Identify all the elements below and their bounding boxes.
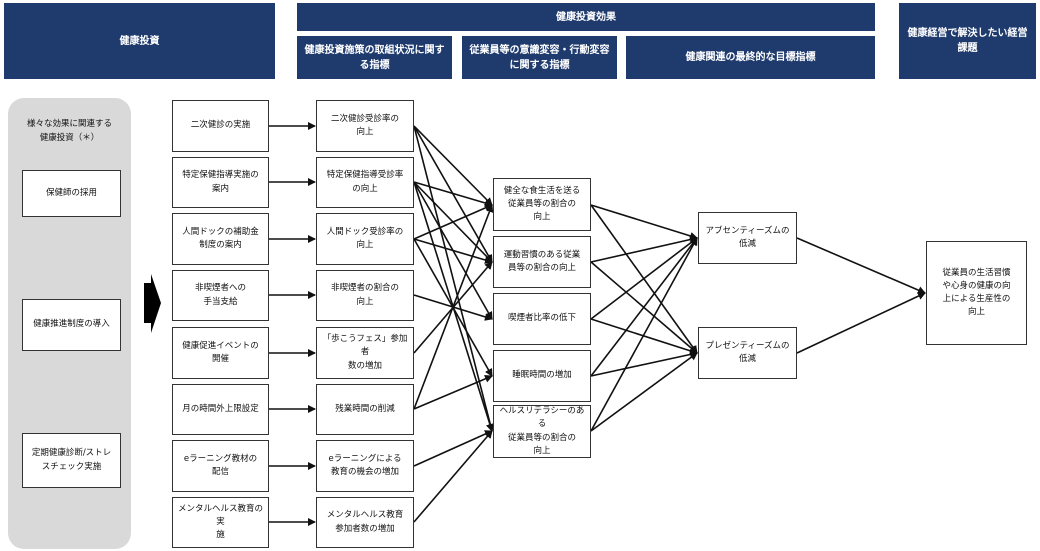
investment-item: 健康促進イベントの 開催: [172, 327, 269, 379]
indicator-item: 人間ドック受診率の 向上: [316, 213, 414, 265]
side-item-nurse: 保健師の採用: [22, 170, 121, 217]
indicator-to-behavior-arrow: [413, 204, 494, 410]
behavior-item: ヘルスリテラシーのある 従業員等の割合の 向上: [493, 405, 591, 458]
indicator-to-behavior-arrow: [413, 238, 493, 264]
investment-item: 人間ドックの補助金 制度の案内: [172, 213, 269, 265]
behavior-to-goal-arrow: [590, 350, 698, 377]
behavior-to-goal-arrow: [590, 235, 698, 263]
indicator-item: 二次健診受診率の 向上: [316, 100, 414, 152]
indicator-item: メンタルヘルス教育 参加者数の増加: [316, 497, 414, 548]
investment-item: eラーニング教材の 配信: [172, 440, 269, 492]
indicator-item: 残業時間の削減: [316, 384, 414, 435]
behavior-to-goal-arrow: [590, 237, 698, 377]
header-effect-sub1: 健康投資施策の取組状況に関する指標: [297, 36, 452, 79]
goal-presenteeism: プレゼンティーズムの 低減: [698, 327, 797, 379]
indicator-item: eラーニングによる 教育の機会の増加: [316, 440, 414, 492]
header-effect-sub3: 健康関連の最終的な目標指標: [626, 36, 875, 79]
header-effect: 健康投資効果: [297, 3, 875, 31]
investment-item: 二次健診の実施: [172, 100, 269, 152]
indicator-to-behavior-arrow: [413, 125, 493, 206]
indicator-to-behavior-arrow: [413, 375, 493, 410]
behavior-item: 睡眠時間の増加: [493, 350, 591, 402]
side-item-system: 健康推進制度の導入: [22, 299, 121, 351]
investment-item: 非喫煙者への 手当支給: [172, 270, 269, 321]
investment-item: 特定保健指導実施の 案内: [172, 157, 269, 208]
big-right-arrow: [144, 274, 161, 333]
side-panel-title: 様々な効果に関連する 健康投資（＊）: [26, 119, 112, 143]
behavior-item: 運動習慣のある従業 員等の割合の向上: [493, 236, 591, 288]
indicator-to-behavior-arrow: [413, 181, 493, 207]
header-investment: 健康投資: [4, 3, 275, 79]
indicator-to-behavior-arrow: [413, 204, 493, 240]
header-issue: 健康経営で解決したい経営課題: [899, 3, 1036, 79]
indicator-item: 「歩こうフェス」参加者 数の増加: [316, 327, 414, 379]
final-issue: 従業員の生活習慣 や心身の健康の向 上による生産性の 向上: [926, 241, 1027, 345]
behavior-to-goal-arrow: [590, 204, 698, 240]
header-effect-sub2: 従業員等の意識変容・行動変容に関する指標: [462, 36, 617, 79]
indicator-item: 特定保健指導受診率 の向上: [316, 157, 414, 208]
investment-item: 月の時間外上限設定: [172, 384, 269, 435]
investment-item: メンタルヘルス教育の実 施: [172, 497, 269, 548]
indicator-to-behavior-arrow: [413, 430, 493, 467]
goal-to-issue-arrow: [796, 292, 926, 354]
behavior-to-goal-arrow: [590, 237, 698, 432]
indicator-to-behavior-arrow: [413, 430, 493, 523]
behavior-item: 喫煙者比率の低下: [493, 293, 591, 345]
indicator-item: 非喫煙者の割合の 向上: [316, 270, 414, 321]
side-item-checkup: 定期健康診断/ストレ スチェック実施: [22, 433, 121, 488]
behavior-to-goal-arrow: [590, 352, 698, 432]
indicator-to-behavior-arrow: [413, 125, 495, 432]
behavior-item: 健全な食生活を送る 従業員等の割合の 向上: [493, 178, 591, 231]
behavior-to-goal-arrow: [590, 237, 698, 320]
goal-to-issue-arrow: [796, 237, 926, 294]
goal-absenteeism: アブセンティーズムの 低減: [698, 212, 797, 264]
